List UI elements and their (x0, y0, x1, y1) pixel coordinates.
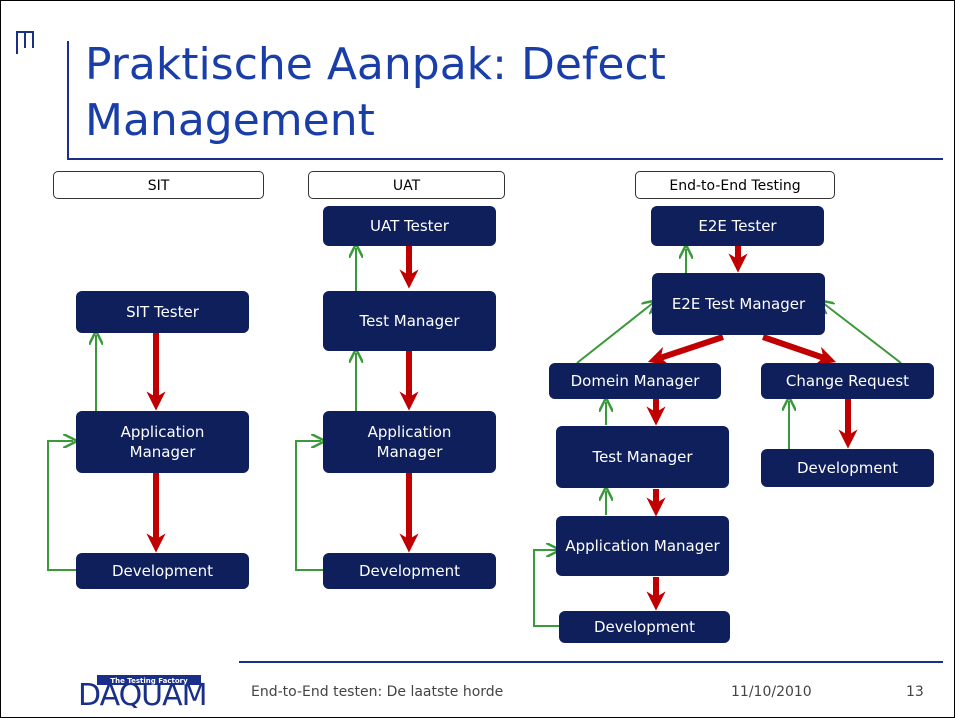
corner-mark-icon (16, 31, 34, 54)
box-e2e-development-change: Development (761, 449, 934, 487)
box-uat-application-manager: Application Manager (323, 411, 496, 473)
arrow-e2e-domein-to-tm (576, 303, 653, 364)
daquam-logo: DAQUAM The Testing Factory (73, 674, 233, 708)
footer-page-number: 13 (906, 684, 924, 700)
box-e2e-development: Development (559, 611, 730, 643)
section-header-sit: SIT (53, 171, 264, 199)
box-e2e-domein-manager: Domein Manager (549, 363, 721, 399)
box-e2e-test-manager-2: Test Manager (556, 426, 729, 488)
footer-divider (239, 661, 943, 663)
box-e2e-test-manager: E2E Test Manager (652, 273, 825, 335)
box-uat-test-manager: Test Manager (323, 291, 496, 351)
arrow-e2e-tm-to-domein (647, 334, 724, 366)
arrow-e2e-dev-to-appmgr (533, 550, 559, 627)
footer-subtitle: End-to-End testen: De laatste horde (251, 684, 504, 700)
arrow-e2e-tm-to-change (762, 334, 837, 365)
sit-arrows (47, 333, 166, 571)
title-accent-bar (67, 41, 69, 159)
box-uat-development: Development (323, 553, 496, 589)
slide-title: Praktische Aanpak: Defect Management (85, 39, 666, 146)
arrow-uat-dev-to-appmgr (295, 441, 323, 571)
box-e2e-tester: E2E Tester (651, 206, 824, 246)
arrow-sit-dev-to-appmgr (47, 441, 76, 571)
logo-tagline: The Testing Factory (110, 677, 188, 685)
section-header-e2e: End-to-End Testing (635, 171, 835, 199)
box-uat-tester: UAT Tester (323, 206, 496, 246)
e2e-arrows (533, 246, 902, 627)
footer-date: 11/10/2010 (731, 684, 812, 700)
title-divider (67, 158, 943, 160)
box-sit-development: Development (76, 553, 249, 589)
box-sit-application-manager: Application Manager (76, 411, 249, 473)
box-e2e-change-request: Change Request (761, 363, 934, 399)
section-header-uat: UAT (308, 171, 505, 199)
box-sit-tester: SIT Tester (76, 291, 249, 333)
box-e2e-application-manager: Application Manager (556, 516, 729, 576)
uat-arrows (295, 246, 419, 571)
arrow-e2e-change-to-tm (823, 303, 902, 364)
